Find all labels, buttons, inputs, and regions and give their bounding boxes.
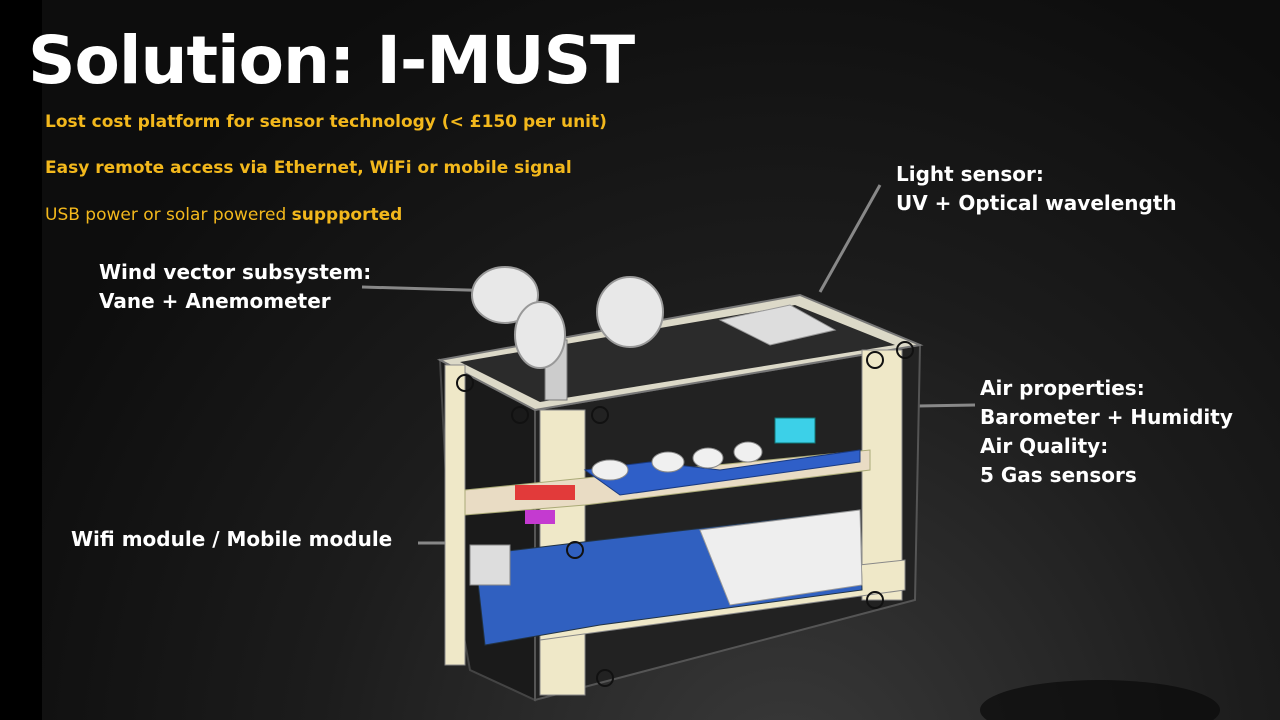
- bullet-power-bold: suppported: [291, 205, 403, 225]
- callout-air-title: Air properties:: [980, 376, 1145, 400]
- bullet-cost: Lost cost platform for sensor technology…: [45, 112, 607, 132]
- callout-wind-detail: Vane + Anemometer: [99, 289, 331, 313]
- callout-air-detail: Barometer + Humidity: [980, 405, 1233, 429]
- callout-wind: Wind vector subsystem: Vane + Anemometer: [99, 258, 371, 316]
- bullet-access: Easy remote access via Ethernet, WiFi or…: [45, 158, 572, 178]
- bullet-power-plain: USB power or solar powered: [45, 205, 292, 225]
- callout-airquality-detail: 5 Gas sensors: [980, 463, 1137, 487]
- callout-air: Air properties: Barometer + Humidity Air…: [980, 374, 1233, 490]
- slide-title: Solution: I-MUST: [28, 22, 635, 99]
- callout-wifi: Wifi module / Mobile module: [71, 527, 393, 551]
- callout-wind-title: Wind vector subsystem:: [99, 260, 372, 284]
- callout-light-title: Light sensor:: [896, 162, 1044, 186]
- callout-light-sensor: Light sensor: UV + Optical wavelength: [896, 160, 1177, 218]
- bullet-power: USB power or solar powered suppported: [45, 205, 402, 225]
- callout-light-detail: UV + Optical wavelength: [896, 191, 1177, 215]
- callout-airquality-title: Air Quality:: [980, 434, 1109, 458]
